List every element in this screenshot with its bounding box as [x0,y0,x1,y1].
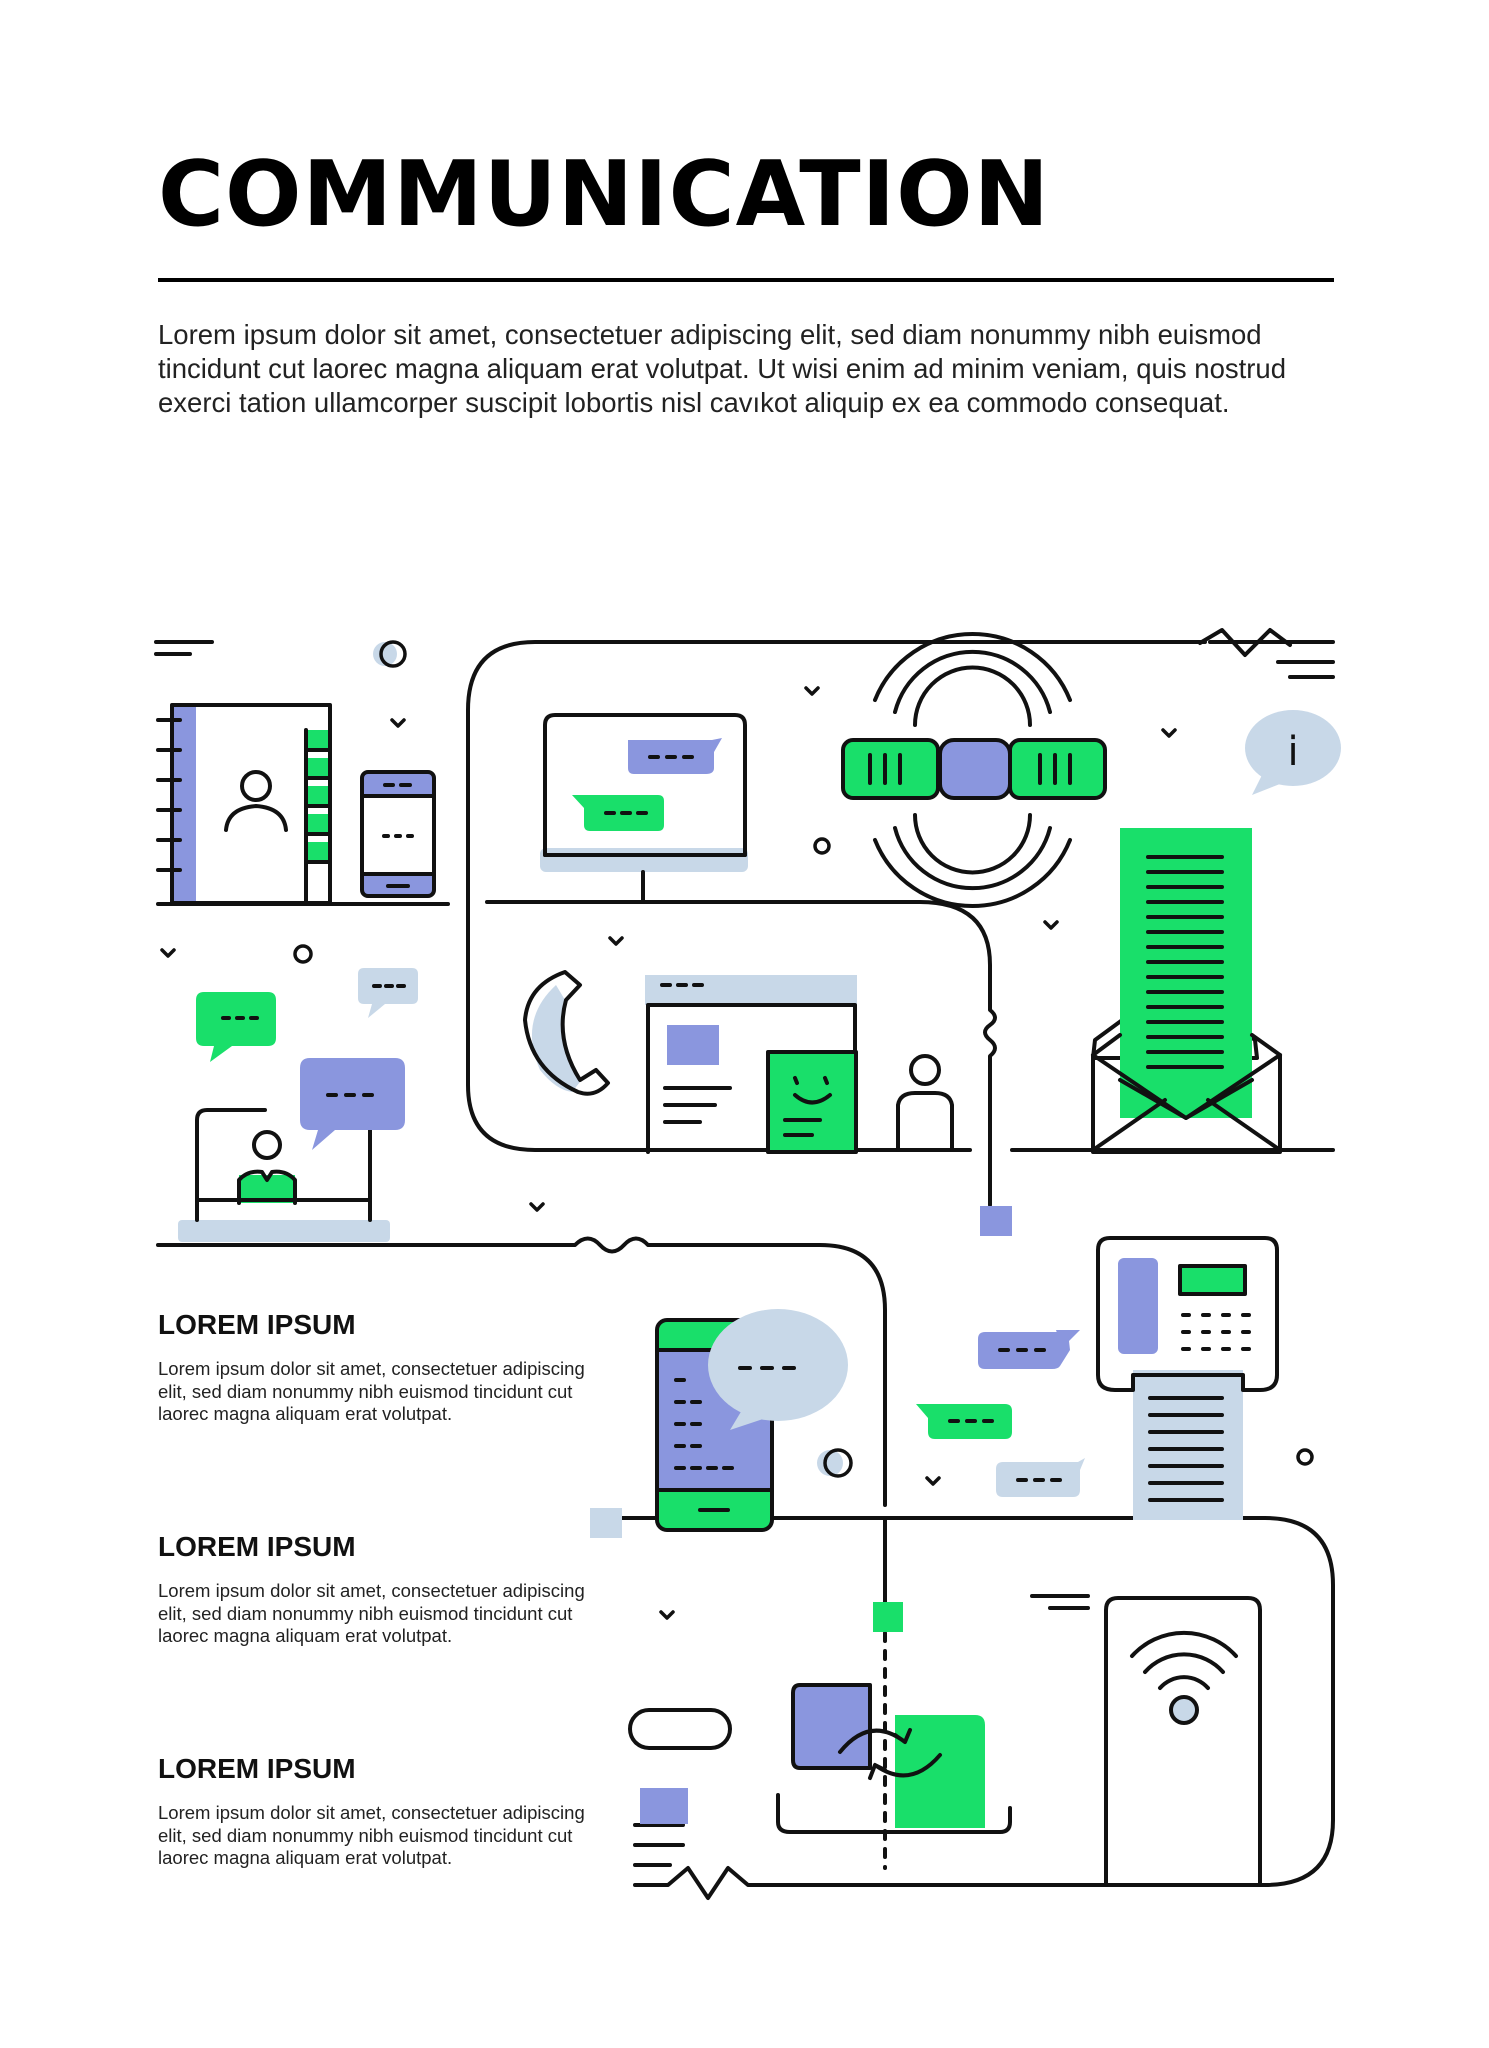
connector-node [640,1788,688,1824]
info-glyph: i [1287,729,1298,775]
section-heading: LOREM IPSUM [158,1753,356,1784]
smartphone-icon [360,770,436,898]
satellite-icon [841,631,1107,909]
connector-lines [154,628,1335,1900]
monitor-chat-icon [540,713,748,904]
connector-node [980,1206,1012,1236]
section-heading: LOREM IPSUM [158,1531,356,1562]
connector-node [590,1508,622,1538]
section-1: LOREM IPSUM Lorem ipsum dolor sit amet, … [158,1308,588,1426]
connector-node [873,1602,903,1632]
decorations [160,640,1314,1620]
address-book-icon [156,703,332,905]
capsule-shape [628,1708,732,1750]
section-body: Lorem ipsum dolor sit amet, consectetuer… [158,1358,585,1424]
chat-bubbles [916,1330,1085,1497]
data-sync-icon [776,1683,1012,1834]
web-profile-icon [645,975,858,1154]
section-heading: LOREM IPSUM [158,1309,356,1340]
intro-paragraph: Lorem ipsum dolor sit amet, consectetuer… [158,319,1287,418]
section-3: LOREM IPSUM Lorem ipsum dolor sit amet, … [158,1752,588,1870]
title-divider [158,278,1334,282]
info-bubble-icon: i [1245,710,1341,795]
wifi-door-icon [1104,1596,1262,1887]
fax-machine-icon [1096,1236,1279,1520]
section-body: Lorem ipsum dolor sit amet, consectetuer… [158,1802,585,1868]
section-body: Lorem ipsum dolor sit amet, consectetuer… [158,1580,585,1646]
phone-chat-icon [655,1309,848,1532]
page-title: COMMUNICATION [158,142,1050,247]
person-icon [896,1054,954,1152]
laptop-video-call-icon [178,968,418,1242]
handset-icon [523,970,610,1096]
envelope-letter-icon [1091,828,1282,1154]
section-2: LOREM IPSUM Lorem ipsum dolor sit amet, … [158,1530,588,1648]
